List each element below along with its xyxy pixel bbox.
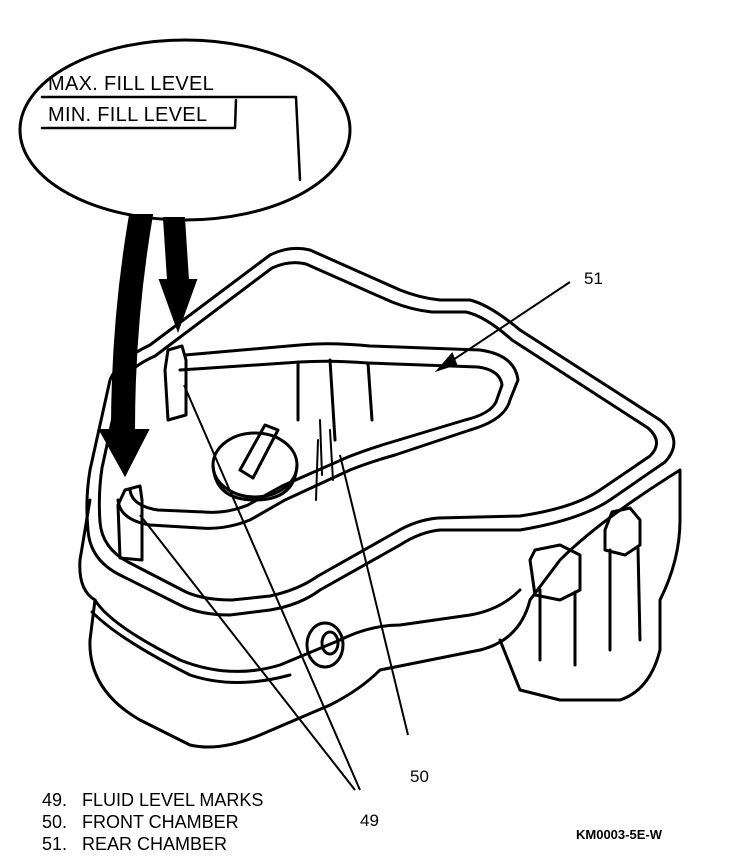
- chamber-divider: [116, 342, 520, 530]
- level-mark-rear: [163, 344, 188, 422]
- figure-code: KM0003-5E-W: [576, 827, 662, 842]
- callout-49: 49: [360, 811, 379, 830]
- level-mark-front: [116, 484, 144, 562]
- arrow-min: [158, 217, 198, 333]
- callout-50: 50: [410, 767, 429, 786]
- side-port-inner: [320, 630, 340, 656]
- reservoir-base-rim-2: [90, 610, 292, 684]
- legend-text: FRONT CHAMBER: [82, 812, 239, 832]
- chamber-wall: [296, 358, 374, 442]
- arrow-max: [98, 214, 154, 478]
- legend-number: 51.: [42, 834, 68, 854]
- leader-49b: [139, 514, 356, 791]
- reservoir-base-rim: [93, 588, 522, 673]
- legend-number: 50.: [42, 812, 68, 832]
- reservoir-outer-rim: [85, 246, 676, 617]
- legend-item-51: 51. REAR CHAMBER: [42, 835, 227, 853]
- chamber-lines: [315, 419, 334, 501]
- max-underline: [40, 95, 302, 182]
- reservoir-lower-body: [78, 468, 682, 749]
- strainer-lip: [211, 463, 299, 502]
- min-fill-level-label: MIN. FILL LEVEL: [48, 104, 208, 126]
- legend-item-49: 49. FLUID LEVEL MARKS: [42, 791, 263, 809]
- legend-number: 49.: [42, 790, 68, 810]
- leader-50: [339, 454, 409, 736]
- reservoir-inner-rim: [97, 261, 658, 602]
- max-fill-level-label: MAX. FILL LEVEL: [48, 73, 215, 95]
- leader-51-head: [434, 352, 458, 373]
- legend-item-50: 50. FRONT CHAMBER: [42, 813, 239, 831]
- fitting-far-right: [603, 506, 642, 652]
- min-underline: [40, 98, 238, 130]
- strainer-tab: [238, 423, 280, 480]
- legend-text: REAR CHAMBER: [82, 834, 228, 854]
- leader-49a: [183, 384, 361, 791]
- legend-text: FLUID LEVEL MARKS: [82, 790, 264, 810]
- callout-51: 51: [584, 269, 603, 288]
- leader-51: [437, 281, 571, 371]
- fitting-right: [528, 543, 582, 667]
- side-port: [305, 621, 345, 669]
- inset-oval: [18, 38, 352, 222]
